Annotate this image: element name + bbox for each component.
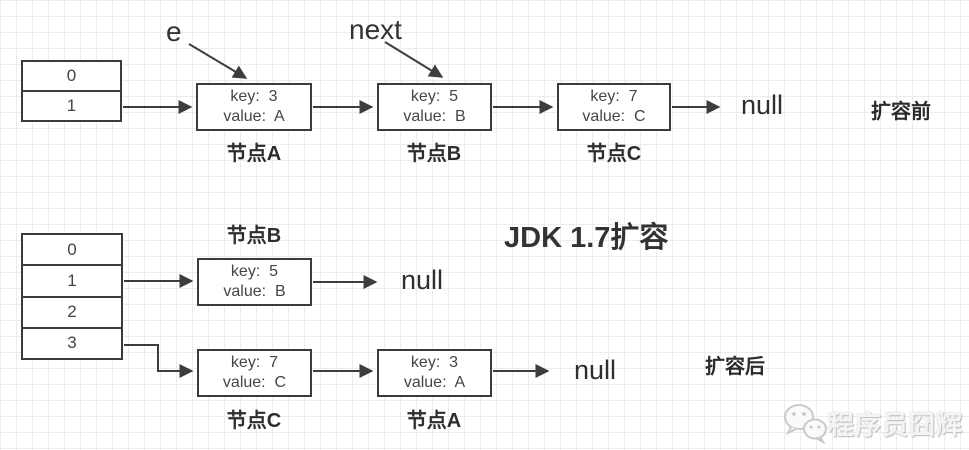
watermark: 程序员囧辉 bbox=[782, 402, 963, 444]
node-a-key: key: 3 bbox=[410, 354, 459, 371]
bucket-array-after: 0 1 2 3 bbox=[21, 233, 123, 360]
node-b-key: key: 5 bbox=[410, 88, 459, 105]
caption-node-c-before: 节点C bbox=[586, 143, 642, 165]
node-c-after: key: 7 value: C bbox=[197, 349, 312, 397]
bucket-cell-1: 1 bbox=[66, 96, 77, 115]
caption-node-b-before: 节点B bbox=[406, 143, 462, 165]
page-title: JDK 1.7扩容 bbox=[504, 222, 669, 254]
arrow-next-to-node-b bbox=[384, 41, 444, 78]
watermark-text: 程序员囧辉 bbox=[828, 409, 964, 440]
node-a-before: key: 3 value: A bbox=[196, 83, 312, 131]
node-c-before: key: 7 value: C bbox=[557, 83, 671, 131]
caption-node-b-after: 节点B bbox=[226, 225, 282, 247]
bucket-cell-0: 0 bbox=[23, 62, 120, 92]
pointer-label-e: e bbox=[166, 16, 182, 47]
caption-node-c-after: 节点C bbox=[226, 410, 282, 432]
node-c-key: key: 7 bbox=[590, 88, 638, 105]
bucket-cell-3: 3 bbox=[67, 333, 77, 353]
node-b-before: key: 5 value: B bbox=[377, 83, 492, 131]
node-b-value: value: B bbox=[403, 108, 466, 125]
node-c-key: key: 7 bbox=[230, 354, 279, 371]
node-c-value: value: C bbox=[582, 108, 646, 125]
node-a-after: key: 3 value: A bbox=[377, 349, 492, 397]
section-label-before: 扩容前 bbox=[871, 101, 931, 123]
bucket-array-before: 0 1 bbox=[21, 60, 122, 122]
arrow-e-to-node-a bbox=[188, 43, 248, 79]
pointer-label-next: next bbox=[349, 14, 402, 45]
null-label-before: null bbox=[741, 90, 784, 120]
bucket-cell-1: 1 bbox=[23, 266, 121, 298]
bucket-cell-0: 0 bbox=[23, 235, 121, 267]
null-label-after-row2: null bbox=[574, 355, 617, 385]
null-label-after-row1: null bbox=[401, 265, 444, 295]
arrow-bucket3-to-node-c-after bbox=[124, 344, 194, 378]
caption-node-a-after: 节点A bbox=[406, 410, 462, 432]
caption-node-a-before: 节点A bbox=[226, 143, 282, 165]
node-c-value: value: C bbox=[222, 374, 287, 391]
node-a-key: key: 3 bbox=[230, 88, 278, 105]
node-b-after: key: 5 value: B bbox=[197, 258, 312, 306]
node-a-value: value: A bbox=[403, 374, 466, 391]
node-b-value: value: B bbox=[223, 283, 286, 300]
node-a-value: value: A bbox=[223, 108, 285, 125]
bucket-cell-2: 2 bbox=[23, 298, 121, 329]
wechat-icon bbox=[784, 404, 827, 444]
section-label-after: 扩容后 bbox=[705, 356, 765, 378]
node-b-key: key: 5 bbox=[230, 263, 279, 280]
